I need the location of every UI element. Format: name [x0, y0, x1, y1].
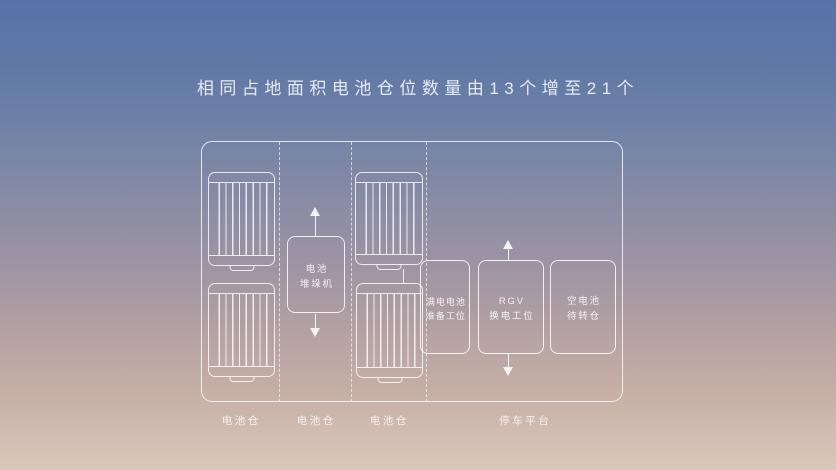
station-label-line2: 准备工位: [425, 311, 466, 321]
stacker-label-line1: 电池: [305, 263, 329, 275]
battery-grille: [356, 293, 423, 368]
stacker-box: 电池 堆垛机: [287, 236, 345, 313]
station-box-empty-battery-transfer: 空电池 待转仓: [550, 260, 616, 354]
battery-icon: [356, 283, 423, 383]
platform-outline: [201, 141, 623, 402]
battery-tab: [377, 377, 402, 383]
battery-icon: [355, 172, 423, 270]
battery-icon: [208, 283, 275, 382]
battery-grille: [208, 182, 275, 256]
station-label-line1: 空电池: [566, 296, 601, 308]
section-label-battery-bay-1: 电池仓: [221, 415, 261, 427]
battery-tab: [229, 376, 254, 382]
slide-title: 相同占地面积电池仓位数量由13个增至21个: [196, 79, 640, 98]
stacker-label-line2: 堆垛机: [299, 278, 334, 290]
battery-grille: [355, 182, 423, 255]
battery-connector-line: [403, 269, 405, 283]
station-box-rgv-swap: RGV 换电工位: [478, 260, 544, 354]
station-label-line2: 换电工位: [489, 311, 535, 322]
battery-icon: [208, 172, 275, 271]
station-label-line1: 满电电池: [425, 297, 466, 308]
section-label-parking-platform: 停车平台: [499, 415, 552, 427]
station-label-line2: 待转仓: [566, 311, 601, 322]
battery-tab: [229, 265, 254, 271]
section-label-battery-bay-3: 电池仓: [369, 415, 409, 427]
section-divider-3: [426, 142, 427, 402]
section-divider-1: [279, 142, 280, 402]
section-label-battery-bay-2: 电池仓: [296, 415, 336, 427]
battery-grille: [208, 293, 275, 367]
battery-tab: [376, 264, 402, 270]
station-label-line1: RGV: [498, 296, 525, 308]
section-divider-2: [351, 142, 352, 402]
station-box-charged-battery-prep: 满电电池 准备工位: [420, 260, 470, 354]
